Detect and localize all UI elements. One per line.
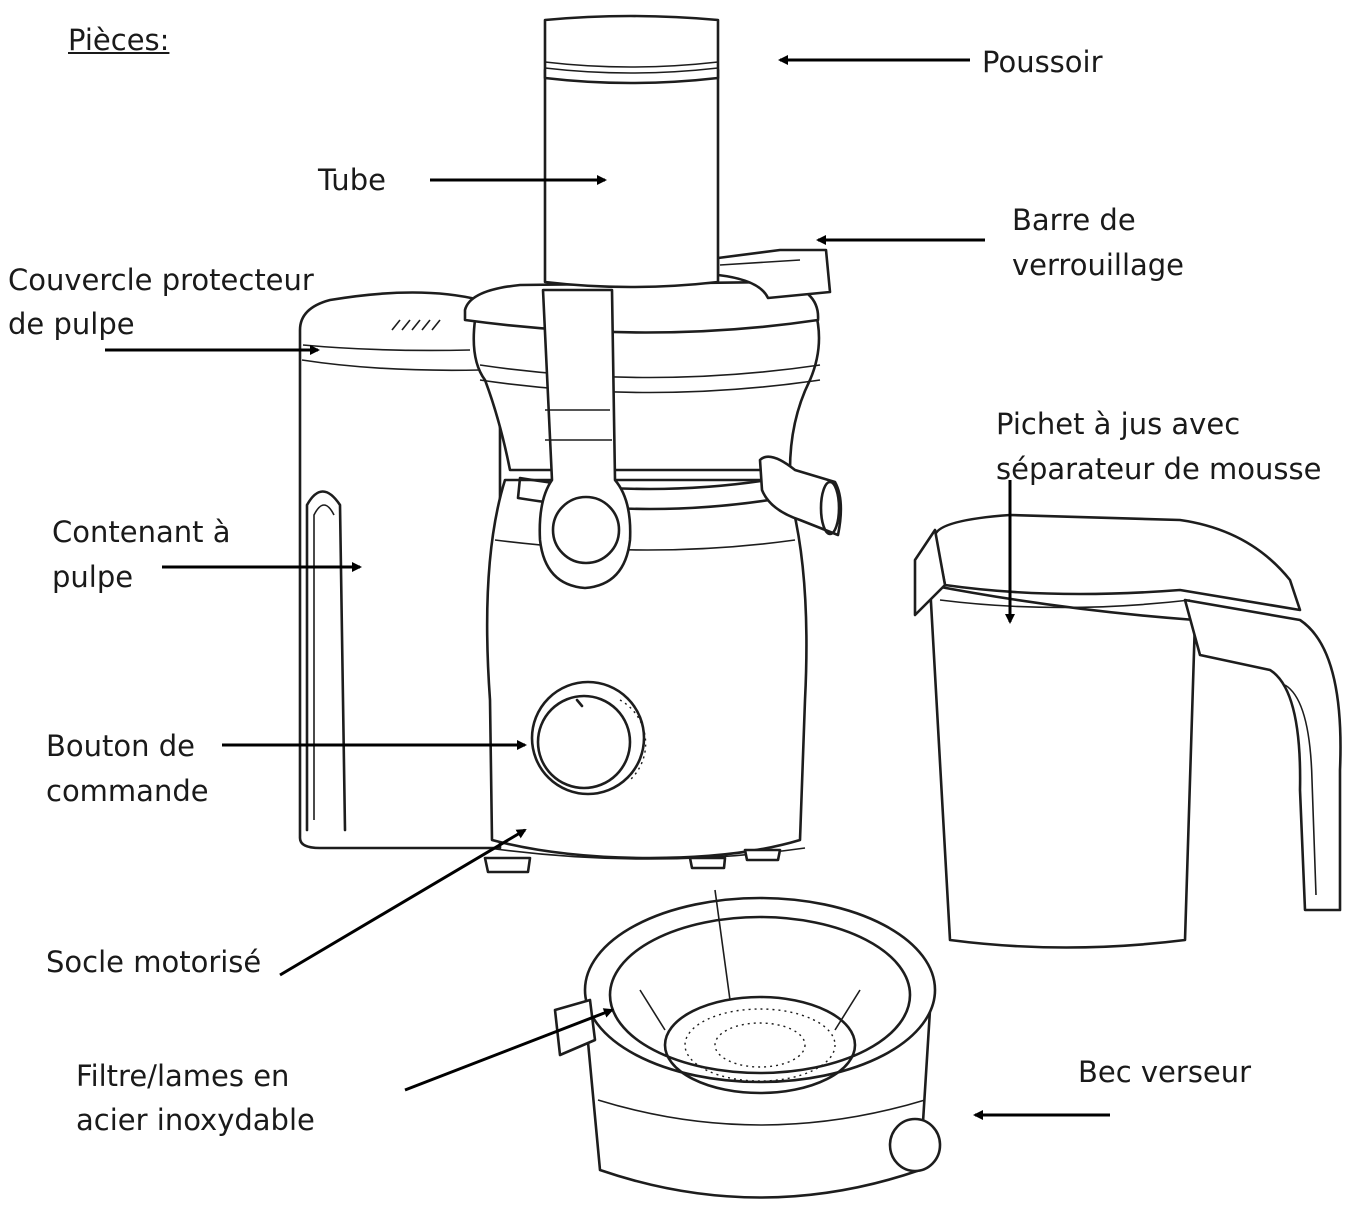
label-pichet-line1: Pichet à jus avec bbox=[996, 407, 1241, 441]
label-contenant-line2: pulpe bbox=[52, 560, 134, 594]
juice-jug-drawing bbox=[913, 513, 1342, 949]
upper-housing-drawing bbox=[463, 248, 843, 590]
motor-base-drawing bbox=[483, 476, 808, 874]
label-bouton-line2: commande bbox=[46, 774, 209, 808]
arrow-filtre bbox=[404, 1008, 614, 1092]
arrow-socle bbox=[279, 828, 527, 977]
label-socle: Socle motorisé bbox=[46, 945, 262, 979]
label-filtre-line1: Filtre/lames en bbox=[76, 1059, 290, 1093]
label-bouton-line1: Bouton de bbox=[46, 729, 195, 763]
label-couvercle-line2: de pulpe bbox=[8, 307, 135, 341]
label-couvercle-line1: Couvercle protecteur bbox=[8, 263, 314, 297]
label-contenant-line1: Contenant à bbox=[52, 515, 231, 549]
label-barre-line2: verrouillage bbox=[1012, 248, 1185, 282]
filter-bowl-drawing bbox=[553, 889, 942, 1199]
leader-arrows bbox=[105, 55, 1110, 1120]
label-tube: Tube bbox=[318, 163, 386, 197]
label-pichet-line2: séparateur de mousse bbox=[996, 452, 1322, 486]
label-poussoir: Poussoir bbox=[982, 45, 1103, 79]
label-bec: Bec verseur bbox=[1078, 1055, 1252, 1089]
label-filtre-line2: acier inoxydable bbox=[76, 1103, 315, 1137]
pulp-container-drawing bbox=[298, 291, 508, 850]
parts-title: Pièces: bbox=[68, 23, 170, 57]
tube-drawing bbox=[543, 14, 720, 289]
label-barre-line1: Barre de bbox=[1012, 203, 1136, 237]
